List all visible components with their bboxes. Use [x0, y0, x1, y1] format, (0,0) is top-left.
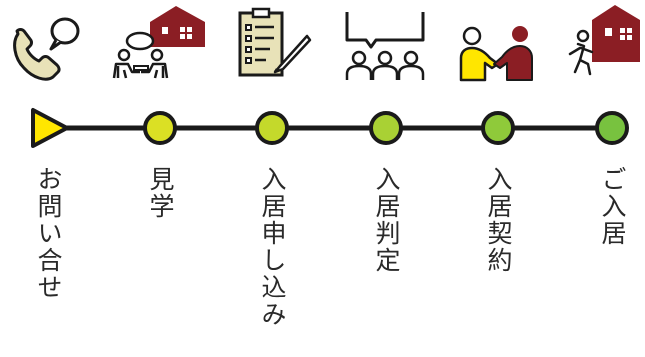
step-node-3: [255, 111, 289, 145]
step-label-visit: 見学: [146, 166, 175, 220]
handshake-contract-icon: [459, 26, 533, 82]
step-label-application: 入居申し込み: [258, 166, 287, 328]
step-label-inquiry: お問い合せ: [34, 166, 63, 301]
move-in-house-icon: [568, 5, 640, 76]
house-visit-icon: [112, 6, 205, 79]
step-node-5: [481, 111, 515, 145]
step-label-contract: 入居契約: [484, 166, 513, 274]
start-arrow-icon: [31, 108, 69, 148]
step-node-6: [595, 111, 629, 145]
step-node-2: [143, 111, 177, 145]
phone-contact-icon: [13, 17, 80, 81]
step-label-move-in: ご入居: [598, 166, 627, 247]
step-label-judgment: 入居判定: [372, 166, 401, 274]
meeting-judgment-icon: [345, 12, 425, 80]
step-node-4: [369, 111, 403, 145]
clipboard-application-icon: [238, 7, 312, 77]
